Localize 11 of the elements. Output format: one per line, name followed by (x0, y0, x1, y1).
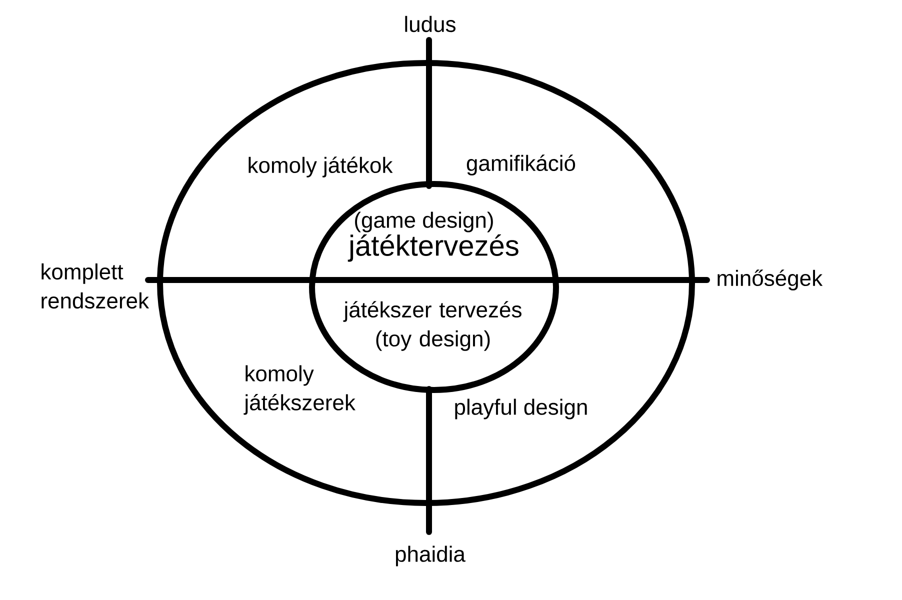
axis-label: phaidia (396, 546, 466, 566)
quadrant-label: gamifikáció (466, 154, 576, 176)
center-label: (game design) (355, 212, 493, 232)
axis-label: komplett rendszerek (42, 263, 150, 309)
quadrant-label: playful design (455, 398, 587, 420)
center-label: játékszer tervezés (toy design) (343, 301, 522, 351)
center-title: játéktervezés (348, 234, 518, 262)
axis-label: minőségek (718, 270, 823, 290)
quadrant-label: komoly játékszerek (244, 365, 356, 415)
axis-label: ludus (405, 16, 456, 32)
quadrant-label: komoly játékok (248, 156, 393, 178)
